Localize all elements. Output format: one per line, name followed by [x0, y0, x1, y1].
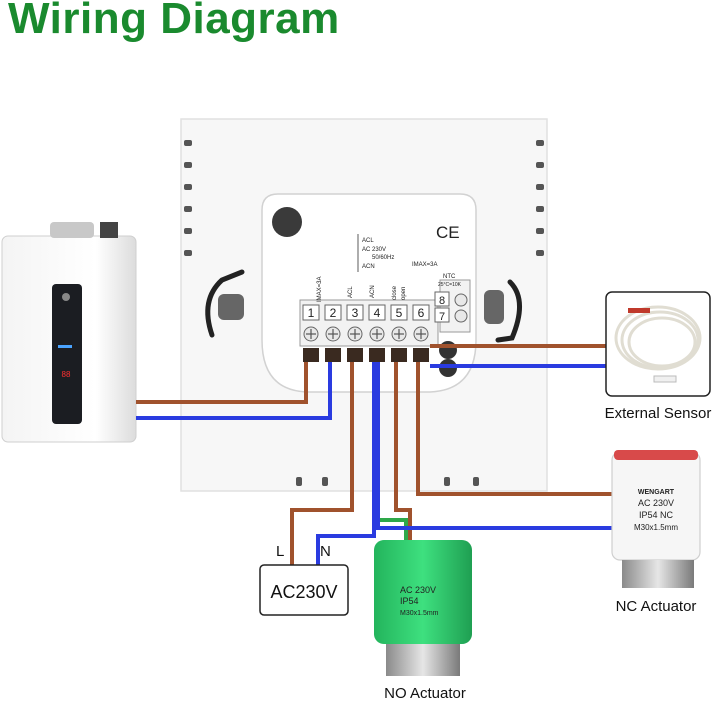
nc-actuator-wires: [376, 362, 616, 530]
nc-brand: WENGART: [638, 489, 675, 496]
power-supply: L N AC230V: [259, 543, 349, 616]
no-rating: IP54: [400, 596, 419, 606]
terminal-3-label: 3: [352, 306, 359, 320]
terminal-2-label: 2: [330, 306, 337, 320]
terminal-4-label: 4: [374, 306, 381, 320]
nc-thread: M30x1.5mm: [634, 523, 678, 532]
open-terminal-label: open: [401, 287, 407, 300]
terminal-1-label: 1: [308, 306, 315, 320]
terminal-8-label: 8: [439, 295, 445, 307]
terminal-7-label: 7: [439, 311, 445, 323]
sensor-wires: [430, 344, 610, 368]
imax-left-label: IMAX=3A: [317, 276, 323, 302]
power-label: AC230V: [270, 582, 337, 602]
nc-actuator-label: NC Actuator: [616, 598, 697, 615]
ntc-label: NTC: [443, 274, 456, 280]
ac-power-l-label: ACL: [362, 238, 374, 244]
no-voltage: AC 230V: [400, 585, 436, 595]
imax-right-label: IMAX=3A: [412, 262, 438, 268]
boiler-display: 88: [62, 370, 71, 379]
no-actuator: AC 230V IP54 M30x1.5mm NO Actuator: [374, 540, 472, 701]
ac-power-v-label: AC 230V: [362, 247, 386, 253]
terminal-module: 1 2 3 4 5 6 7 8 IMAX=3A ACL ACN close op…: [261, 193, 477, 393]
page-title: Wiring Diagram: [8, 0, 340, 43]
ce-mark: CE: [436, 223, 460, 242]
power-l-label: L: [276, 543, 284, 560]
boiler-unit: 88: [1, 222, 137, 443]
ac-power-n-label: ACN: [362, 264, 375, 270]
acn-terminal-label: ACN: [370, 285, 376, 298]
terminal-5-label: 5: [396, 306, 403, 320]
no-thread: M30x1.5mm: [400, 610, 439, 617]
ac-power-hz-label: 50/60Hz: [372, 255, 394, 261]
no-actuator-label: NO Actuator: [384, 685, 466, 701]
external-sensor: External Sensor: [605, 291, 712, 422]
ntc-spec-label: 25°C=10K: [438, 282, 462, 288]
nc-voltage: AC 230V: [638, 498, 674, 508]
close-terminal-label: close: [392, 285, 398, 300]
terminal-6-label: 6: [418, 306, 425, 320]
acl-terminal-label: ACL: [348, 286, 354, 298]
nc-rating: IP54 NC: [639, 510, 674, 520]
boiler-wires: [136, 362, 332, 420]
nc-actuator: WENGART AC 230V IP54 NC M30x1.5mm NC Act…: [611, 450, 701, 615]
sensor-label: External Sensor: [605, 405, 712, 422]
power-wires: [290, 362, 376, 565]
power-n-label: N: [320, 543, 331, 560]
